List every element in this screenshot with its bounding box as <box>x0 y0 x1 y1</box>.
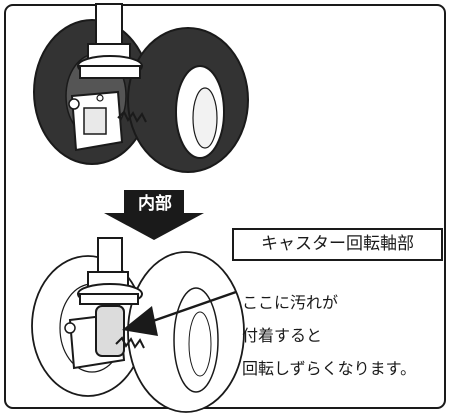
note-line: 付着すると <box>242 326 323 345</box>
caster-wheel-outer-view <box>33 3 249 173</box>
inner-label: 内部 <box>138 194 172 214</box>
note-line: 回転しずらくなります。 <box>242 359 417 378</box>
pointer-arrow <box>122 290 237 336</box>
diagram-frame <box>4 4 446 409</box>
down-arrow <box>104 190 204 240</box>
callout-note: ここに汚れが 付着すると 回転しずらくなります。 <box>242 286 448 385</box>
caster-wheel-inner-view <box>31 237 245 413</box>
note-line: ここに汚れが <box>242 293 339 312</box>
part-name-box: キャスター回転軸部 <box>232 228 443 261</box>
